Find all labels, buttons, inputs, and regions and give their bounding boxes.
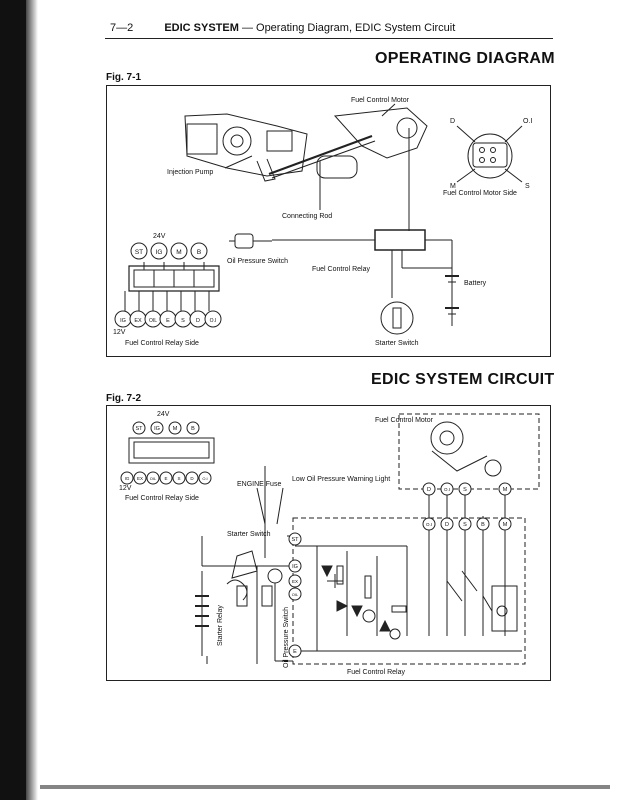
relay-pin-d: D	[196, 318, 200, 324]
relay-pin-oi: O.I	[210, 318, 217, 324]
relay-term-b: B	[481, 522, 485, 528]
header-rule	[105, 38, 553, 39]
relay-pin-oil: OIL	[149, 318, 157, 324]
oil-pressure-switch-symbol	[267, 568, 283, 584]
c-label-fuel-control-relay-side: Fuel Control Relay Side	[125, 495, 199, 502]
c-relay-pin-st: ST	[135, 426, 143, 432]
label-battery: Battery	[464, 280, 487, 287]
c-relay-pin-b: B	[191, 426, 195, 432]
c-relay-pin-oil: OIL	[150, 476, 157, 481]
relay-connector-outline	[128, 265, 220, 292]
c-label-fuel-control-motor: Fuel Control Motor	[375, 417, 434, 424]
label-fuel-control-motor: Fuel Control Motor	[351, 97, 410, 104]
label-oil-pressure-switch: Oil Pressure Switch	[227, 258, 288, 265]
label-fuel-control-relay: Fuel Control Relay	[312, 266, 370, 273]
c-relay-pin-e: E	[164, 476, 167, 481]
label-connecting-rod: Connecting Rod	[282, 213, 332, 220]
section-subtitle: — Operating Diagram, EDIC System Circuit	[241, 22, 456, 34]
label-fuel-control-motor-side: Fuel Control Motor Side	[443, 190, 517, 197]
relay-pin-ig: IG	[156, 249, 163, 256]
relay-pin-e: E	[166, 318, 170, 324]
c-relay-pin-oi: O.I	[202, 476, 207, 481]
page-number: 7—2	[110, 22, 134, 34]
motor-m-symbol	[484, 459, 502, 477]
relay-term-d: D	[445, 522, 449, 528]
c-relay-pin-m: M	[173, 426, 178, 432]
motor-cylinder	[316, 155, 358, 179]
edic-circuit-title: EDIC SYSTEM CIRCUIT	[371, 371, 555, 388]
motor-pin-oi: O.I	[523, 118, 532, 125]
relay-pin-st: ST	[135, 249, 143, 256]
injection-pump-body	[184, 113, 308, 177]
starter-switch-symbol	[231, 550, 258, 579]
c-label-low-oil-light: Low Oil Pressure Warning Light	[292, 476, 390, 483]
motor-term-d: D	[427, 487, 431, 493]
operating-diagram-title: OPERATING DIAGRAM	[375, 50, 555, 67]
c-relay-pin-d: D	[190, 476, 194, 481]
c-relay-pin-s: S	[177, 476, 180, 481]
c-label-oil-pressure-switch: Oil Pressure Switch	[283, 607, 290, 668]
label-injection-pump: Injection Pump	[167, 169, 213, 176]
scan-shadow	[26, 0, 38, 800]
left-term-e: E	[293, 649, 297, 655]
edic-circuit-diagram: ST IG M B IG EX OIL E S D O.I D O.I S M …	[119, 411, 540, 676]
starter-switch-symbol	[380, 301, 414, 335]
relay-pin-ex: EX	[134, 318, 142, 324]
fuel-control-relay-box	[374, 229, 426, 251]
relay-term-s: S	[463, 522, 467, 528]
left-term-st: ST	[291, 537, 299, 543]
motor-term-m: M	[503, 487, 508, 493]
label-fuel-control-relay-side: Fuel Control Relay Side	[125, 340, 199, 347]
operating-diagram: ST IG M B IG EX OIL E S D O.I Fuel Contr…	[113, 97, 532, 347]
circuit-relay-connector	[128, 437, 215, 464]
c-label-12v: 12V	[119, 485, 132, 492]
relay-pin-s: S	[181, 318, 185, 324]
relay-pin-m: M	[176, 249, 181, 256]
fuel-control-motor-box	[398, 413, 540, 490]
c-label-fuel-control-relay: Fuel Control Relay	[347, 669, 405, 676]
starter-relay-coil	[236, 585, 248, 607]
motor-connector-outline	[467, 133, 513, 179]
c-label-24v: 24V	[157, 411, 170, 418]
scan-bottom-edge	[40, 785, 610, 789]
c-label-engine-fuse: ENGINE Fuse	[237, 481, 281, 488]
motor-term-oi: O.I	[444, 487, 450, 492]
motor-pin-d: D	[450, 118, 455, 125]
label-12v: 12V	[113, 329, 126, 336]
scan-edge	[0, 0, 26, 800]
fig-7-1-label: Fig. 7-1	[106, 72, 142, 83]
oil-pressure-switch-symbol	[234, 233, 254, 249]
fuel-control-relay-box	[292, 517, 526, 665]
fig-7-1-frame: ST IG M B IG EX OIL E S D O.I Fuel Contr…	[106, 85, 551, 357]
left-term-ig: IG	[292, 564, 298, 570]
left-term-oil: OIL	[292, 592, 299, 597]
label-24v: 24V	[153, 233, 166, 240]
relay-term-oi: O.I	[426, 522, 432, 527]
relay-pin-b: B	[197, 249, 201, 256]
c-label-starter-relay: Starter Relay	[217, 605, 224, 646]
c-relay-pin-ex: EX	[137, 476, 143, 481]
section-title: EDIC SYSTEM	[164, 22, 239, 34]
fig-7-2-label: Fig. 7-2	[106, 393, 142, 404]
relay-term-m: M	[503, 522, 508, 528]
motor-pin-s: S	[525, 183, 530, 190]
motor-term-s: S	[463, 487, 467, 493]
left-term-ex: EX	[292, 579, 298, 584]
c-relay-pin-ig: IG	[154, 426, 160, 432]
c-relay-pin-ig-b: IG	[125, 476, 130, 481]
relay-pin-ig-bottom: IG	[120, 318, 126, 324]
fig-7-2-frame: ST IG M B IG EX OIL E S D O.I D O.I S M …	[106, 405, 551, 681]
page-header: 7—2 EDIC SYSTEM — Operating Diagram, EDI…	[110, 22, 455, 34]
pump-governor	[222, 126, 252, 156]
label-starter-switch: Starter Switch	[375, 340, 419, 347]
pump-block	[186, 123, 218, 155]
c-label-starter-switch: Starter Switch	[227, 531, 271, 538]
motor-pin-m: M	[450, 183, 456, 190]
